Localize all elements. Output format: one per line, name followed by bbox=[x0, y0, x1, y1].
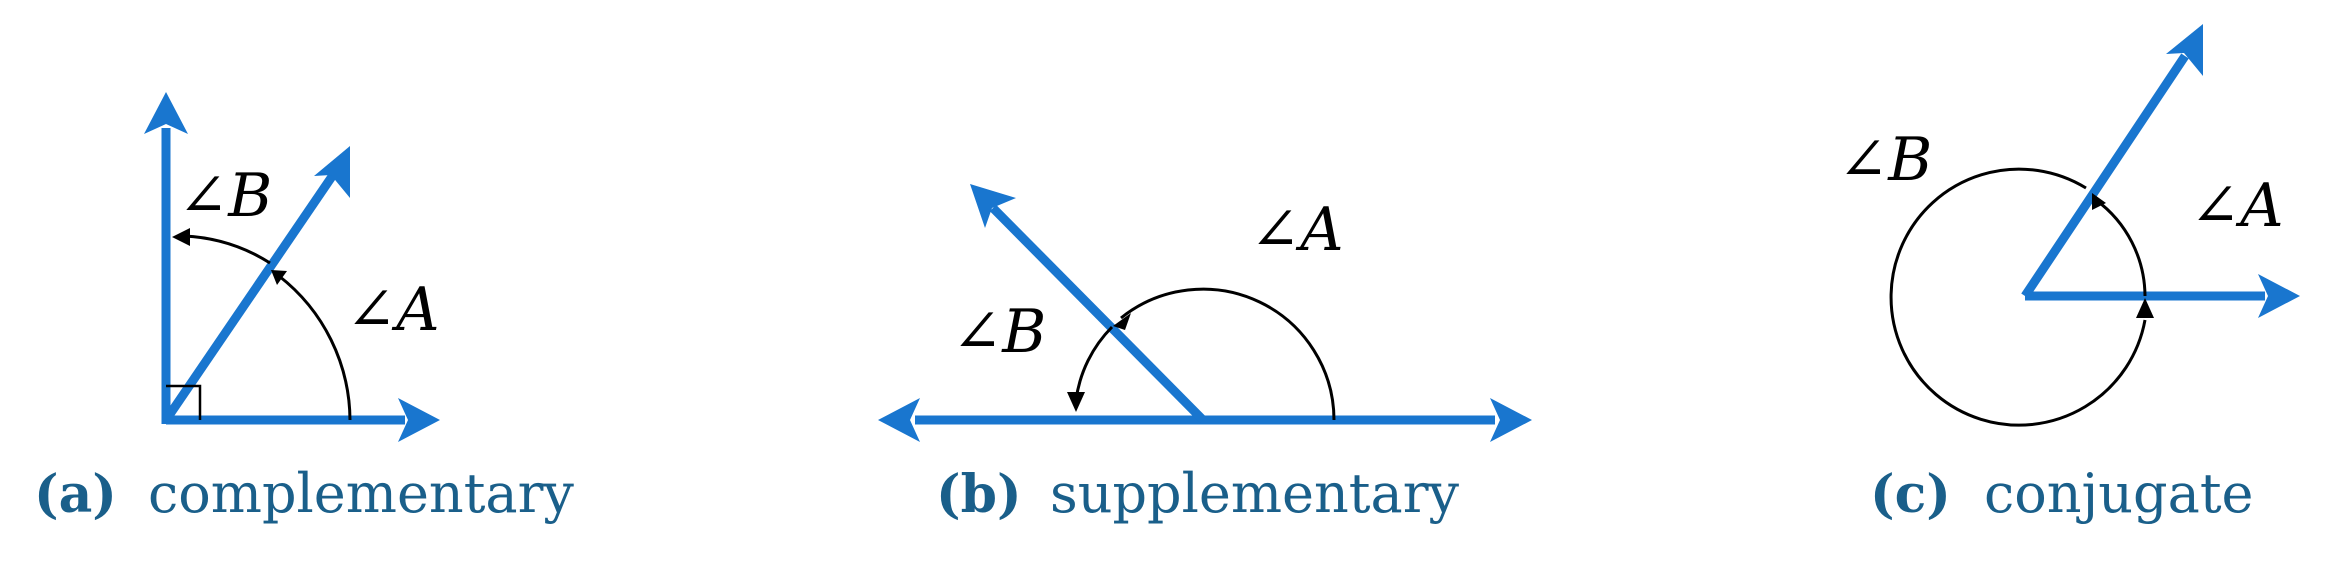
angle-b-arc bbox=[183, 234, 271, 265]
panel-complementary: ∠B ∠A (a) complementary bbox=[34, 92, 574, 525]
panel-supplementary: ∠A ∠B (b) supplementary bbox=[878, 184, 1532, 525]
angle-a-arc bbox=[2095, 198, 2147, 297]
ray-diagonal bbox=[989, 204, 1207, 424]
angle-a-arc bbox=[1120, 287, 1336, 421]
angle-b-arrow-tip bbox=[2136, 298, 2154, 318]
caption-tag: (c) bbox=[1870, 464, 1951, 525]
arrowhead bbox=[878, 398, 920, 442]
caption-text: conjugate bbox=[1984, 462, 2253, 525]
arrowhead bbox=[144, 92, 188, 134]
caption-tag: (a) bbox=[34, 464, 117, 525]
caption-text: complementary bbox=[148, 462, 574, 525]
arrowhead bbox=[1490, 398, 1532, 442]
label-angle-a: ∠A bbox=[1250, 195, 1344, 265]
ray-diagonal bbox=[2021, 53, 2189, 299]
arrowhead bbox=[970, 184, 1016, 228]
angle-a-arrow-tip bbox=[2092, 193, 2106, 210]
arrowhead bbox=[2166, 24, 2203, 76]
caption-text: supplementary bbox=[1050, 462, 1460, 525]
angle-a-arrow-tip bbox=[271, 270, 287, 285]
label-angle-a: ∠A bbox=[2190, 171, 2284, 241]
caption-tag: (b) bbox=[936, 464, 1022, 525]
panel-conjugate: ∠B ∠A (c) conjugate bbox=[1838, 24, 2300, 525]
arrowhead bbox=[398, 398, 440, 442]
right-angle-mark bbox=[166, 384, 202, 420]
label-angle-b: ∠B bbox=[178, 161, 272, 231]
angle-b-arrow-tip bbox=[172, 228, 190, 246]
angle-a-arrow-tip bbox=[1113, 313, 1131, 330]
label-angle-b: ∠B bbox=[952, 297, 1046, 367]
angle-b-arc bbox=[1074, 325, 1114, 401]
label-angle-b: ∠B bbox=[1838, 125, 1932, 195]
label-angle-a: ∠A bbox=[346, 275, 440, 345]
angle-b-arc bbox=[1889, 167, 2147, 427]
angle-b-arrow-tip bbox=[1067, 392, 1085, 412]
arrowhead bbox=[314, 146, 350, 198]
ray-diagonal bbox=[162, 172, 337, 423]
angle-a-arc bbox=[278, 274, 352, 421]
arrowhead bbox=[2258, 274, 2300, 318]
